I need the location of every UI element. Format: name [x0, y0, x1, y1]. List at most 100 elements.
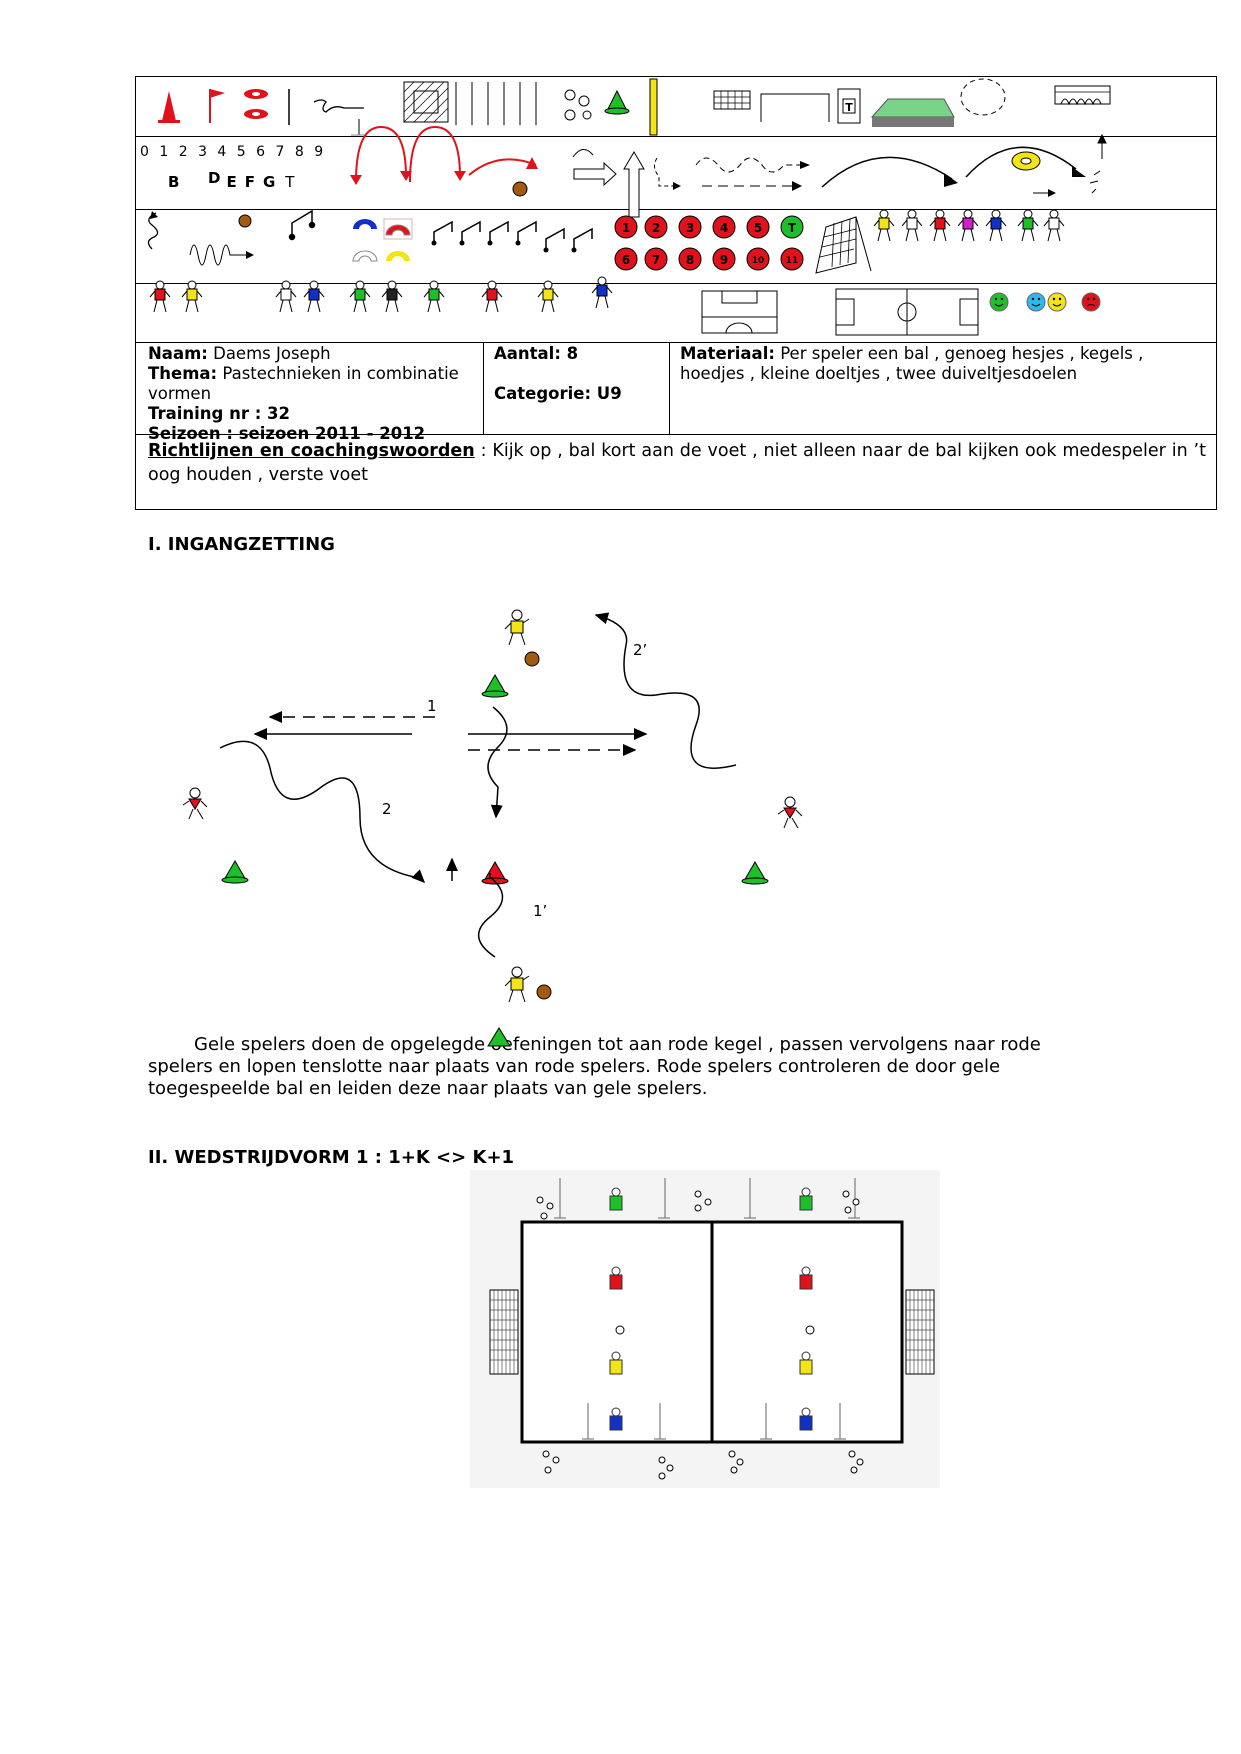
label-1: 1	[427, 697, 437, 715]
svg-text:3: 3	[686, 221, 694, 235]
player-figure-icon	[275, 280, 297, 313]
side-goals	[489, 1289, 935, 1375]
player-figure-icon	[591, 276, 613, 309]
ball-icon	[512, 181, 528, 197]
turn-arrow-icon	[572, 149, 617, 187]
red-arc-arrows-icon	[355, 125, 537, 183]
svg-text:8: 8	[686, 253, 694, 267]
svg-text:10: 10	[752, 256, 765, 266]
run-path-icon	[313, 99, 364, 113]
player-figure-icon	[1017, 209, 1039, 242]
mini-field-icon	[701, 290, 778, 334]
small-goals	[554, 1178, 860, 1440]
poles-icon	[455, 82, 537, 125]
up-arrow-icon	[623, 151, 645, 218]
flag-icon	[209, 89, 225, 123]
dashed-turn-arrow-icon	[653, 157, 673, 187]
hat-cone-icon	[244, 89, 268, 119]
svg-text:5: 5	[754, 221, 762, 235]
green-cone-right	[741, 861, 769, 885]
section1-description: Gele spelers doen de opgelegde oefeninge…	[148, 1034, 1041, 1099]
smiley-icons	[989, 292, 1101, 312]
zigzag-up-arrow-icon	[1089, 133, 1107, 194]
green-cone-top	[481, 674, 509, 698]
digits-label: 0 1 2 3 4 5 6 7 8 9	[140, 144, 326, 160]
full-field-icon	[835, 288, 979, 336]
ball-icon	[238, 214, 252, 228]
player-figure-icon	[873, 209, 895, 242]
coaching-words: Richtlijnen en coachingswoorden : Kijk o…	[148, 441, 1206, 485]
dashed-wave-arrow-icon	[695, 157, 800, 173]
exercise-diagram-1: 1 2’ 2 1’	[182, 609, 803, 1003]
players	[609, 1187, 813, 1431]
player-figure-icon	[149, 280, 171, 313]
pole-icon	[351, 119, 367, 136]
player-figure-icon	[901, 209, 923, 242]
ball-icon	[524, 651, 540, 667]
player-figure-icon	[957, 209, 979, 242]
svg-text:6: 6	[622, 253, 630, 267]
player-figure-icon	[929, 209, 951, 242]
svg-text:1: 1	[622, 221, 630, 235]
yellow-player-bottom	[504, 966, 530, 1003]
cone-icon	[158, 91, 180, 123]
section2-heading: II. WEDSTRIJDVORM 1 : 1+K <> K+1	[148, 1147, 515, 1168]
label-1prime: 1’	[533, 902, 547, 920]
net-goal-icon	[713, 90, 751, 110]
yellow-player-top	[504, 609, 530, 646]
dribble-path-2	[219, 740, 426, 884]
balls	[536, 1190, 864, 1480]
green-cone-overlay	[487, 1027, 511, 1047]
numbered-disks: 1 2 3 4 5 T 6 7 8 9 10 11	[614, 215, 804, 271]
match-diagram	[470, 1170, 940, 1488]
svg-text:2: 2	[652, 221, 660, 235]
player-figure-icon	[1043, 209, 1065, 242]
mini-goal-icon	[1054, 85, 1111, 106]
player-figure-icon	[481, 280, 503, 313]
svg-text:11: 11	[786, 256, 799, 266]
svg-text:4: 4	[720, 221, 728, 235]
balls-icon	[564, 89, 592, 121]
info-right: Materiaal: Per speler een bal , genoeg h…	[680, 344, 1144, 383]
player-figure-icon	[303, 280, 325, 313]
dribble-path-2prime	[594, 612, 737, 769]
t-sign-icon: T	[837, 88, 861, 124]
curve-arrow-icon	[821, 156, 953, 188]
ball-icon	[536, 984, 552, 1000]
player-figure-icon	[181, 280, 203, 313]
hurdle-icon	[288, 209, 316, 241]
label-2: 2	[382, 800, 392, 818]
info-left: Naam: Daems Joseph Thema: Pastechnieken …	[148, 344, 459, 443]
dashed-circle-icon	[960, 78, 1006, 116]
goal-frame-icon	[760, 93, 830, 122]
player-figure-icon	[381, 280, 403, 313]
player-figure-icon	[349, 280, 371, 313]
green-cone-left	[221, 860, 249, 884]
dribble-path-1prime	[478, 873, 504, 958]
green-cone-icon	[604, 89, 630, 115]
dribble-path-1	[487, 706, 508, 819]
hatched-square-icon	[403, 81, 449, 123]
svg-text:T: T	[845, 101, 853, 114]
section1-heading: I. INGANGZETTING	[148, 534, 335, 555]
label-2prime: 2’	[633, 641, 647, 659]
red-player-right	[777, 796, 803, 829]
info-middle: Aantal: 8 Categorie: U9	[494, 344, 622, 403]
letter-b: B	[168, 173, 179, 191]
rebounder-icon	[815, 216, 872, 274]
slalom-icon	[189, 244, 250, 266]
dribble-icon	[147, 212, 159, 250]
svg-text:T: T	[788, 221, 797, 235]
half-ring-icons	[352, 218, 413, 262]
curve-ring-arrow-icon	[965, 146, 1077, 178]
hurdles-row-icon	[433, 220, 593, 249]
svg-text:7: 7	[652, 253, 660, 267]
field-green-icon	[870, 98, 955, 127]
red-player-left	[182, 787, 208, 820]
player-figure-icon	[537, 280, 559, 313]
player-figure-icon	[985, 209, 1007, 242]
player-figure-icon	[423, 280, 445, 313]
yellow-line-icon	[649, 78, 658, 136]
